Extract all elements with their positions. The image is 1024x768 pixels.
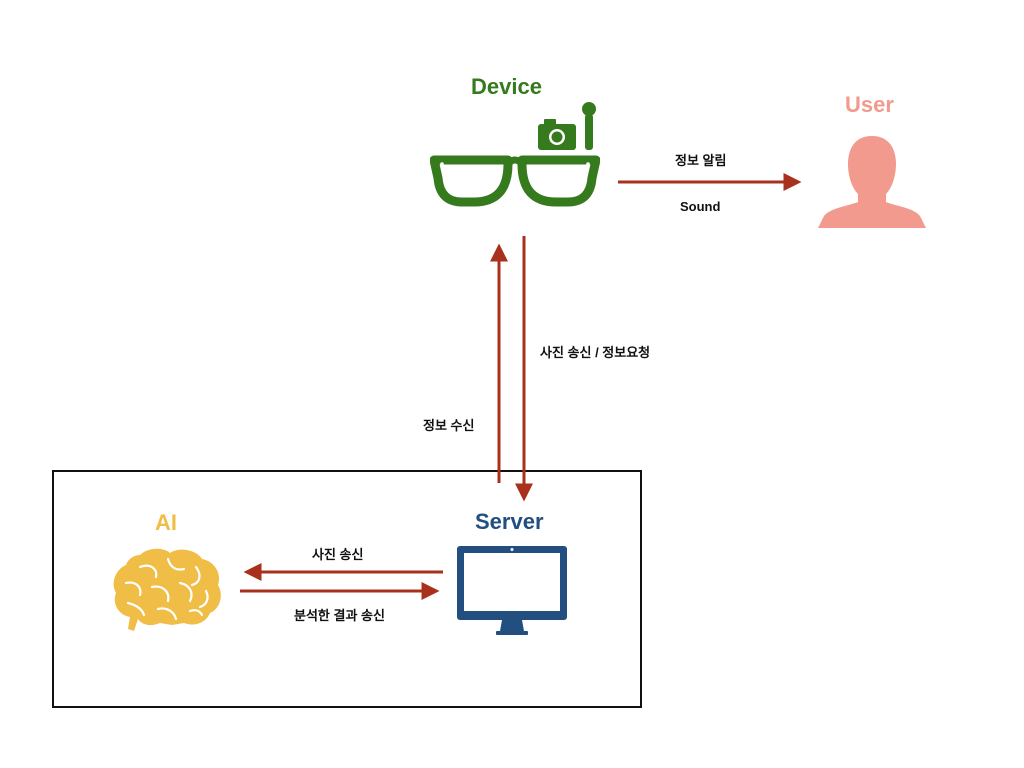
label-device-to-user-bottom: Sound [680,199,721,214]
user-title: User [845,92,894,117]
server-ai-frame [52,470,642,708]
label-server-to-ai: 사진 송신 [312,547,364,562]
device-title: Device [471,74,542,99]
brain-icon [113,548,221,631]
microphone-icon [582,102,596,150]
server-title: Server [475,509,544,534]
device-icon-group [430,102,600,207]
label-server-to-device: 정보 수신 [423,418,475,433]
glasses-icon [430,155,600,207]
monitor-icon [457,546,567,635]
ai-title: AI [155,510,177,535]
camera-icon [538,119,576,150]
label-device-to-user-top: 정보 알림 [675,153,727,168]
label-device-to-server: 사진 송신 / 정보요청 [540,345,651,360]
label-ai-to-server: 분석한 결과 송신 [294,608,385,623]
user-silhouette-icon [818,136,926,228]
